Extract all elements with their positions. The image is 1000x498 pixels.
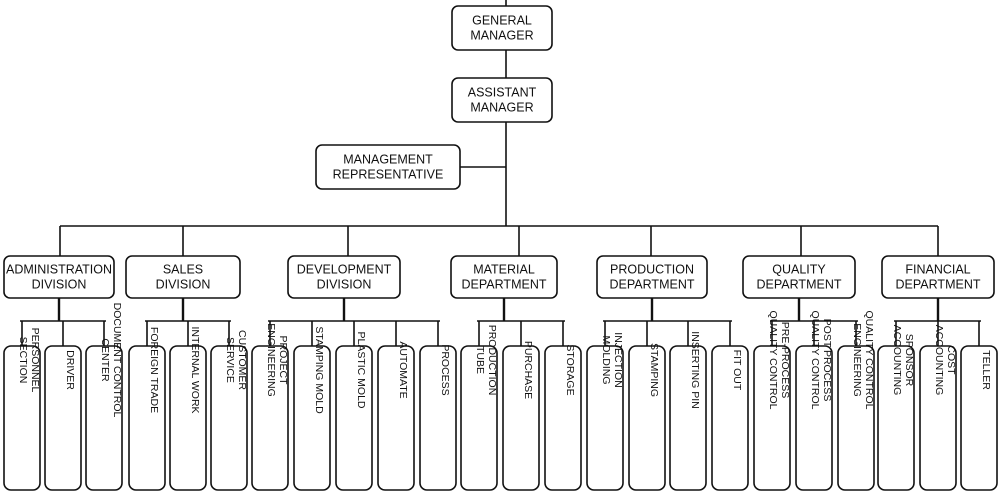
- unit-label: PLASTIC MOLD: [355, 331, 367, 408]
- unit-label: FIT OUT: [731, 350, 743, 391]
- unit-label: PROJECT: [277, 335, 289, 385]
- unit-box: [960, 345, 998, 491]
- unit-label: SERVICE: [224, 337, 236, 383]
- unit-box: [335, 345, 373, 491]
- general-manager-label: MANAGER: [470, 29, 533, 43]
- department-label: QUALITY: [772, 263, 826, 277]
- unit-box: [210, 345, 248, 491]
- department-label: DIVISION: [32, 278, 87, 292]
- unit-label: DRIVER: [64, 350, 76, 390]
- unit-box: [460, 345, 498, 491]
- department-label: MATERIAL: [473, 263, 535, 277]
- department-label: PRODUCTION: [610, 263, 694, 277]
- department-label: DEVELOPMENT: [297, 263, 392, 277]
- unit-box: [877, 345, 915, 491]
- unit-label: PURCHASE: [522, 341, 534, 399]
- unit-label: POST PROCESS: [821, 319, 833, 402]
- management-representative-label: MANAGEMENT: [343, 153, 433, 167]
- department-label: SALES: [163, 263, 203, 277]
- department-label: FINANCIAL: [905, 263, 970, 277]
- unit-box: [919, 345, 957, 491]
- unit-label: TELLER: [980, 350, 992, 390]
- unit-label: PROCESS: [439, 344, 451, 395]
- unit-label: STAMPING MOLD: [313, 326, 325, 414]
- assistant-manager-label: MANAGER: [470, 101, 533, 115]
- unit-box: [293, 345, 331, 491]
- unit-label: QUALITY CONTROL: [863, 311, 875, 410]
- unit-label: AUTOMATE: [397, 341, 409, 398]
- department-label: DEPARTMENT: [757, 278, 842, 292]
- unit-box: [169, 345, 207, 491]
- unit-label: SECTION: [17, 337, 29, 384]
- unit-box: [628, 345, 666, 491]
- unit-label: CENTER: [99, 338, 111, 382]
- unit-label: TUBE: [474, 346, 486, 374]
- unit-box: [44, 345, 82, 491]
- unit-label: CUSTOMER: [236, 330, 248, 390]
- management-representative-box: [315, 144, 461, 190]
- unit-box: [837, 345, 875, 491]
- unit-label: COST: [945, 345, 957, 375]
- unit-box: [419, 345, 457, 491]
- unit-box: [128, 345, 166, 491]
- unit-box: [669, 345, 707, 491]
- unit-box: [753, 345, 791, 491]
- unit-box: [251, 345, 289, 491]
- unit-box: [795, 345, 833, 491]
- unit-box: [85, 345, 123, 491]
- unit-label: SPONSOR: [903, 334, 915, 387]
- unit-label: PRODUCTION: [486, 325, 498, 396]
- unit-label: INSERTING PIN: [689, 331, 701, 408]
- general-manager-label: GENERAL: [472, 14, 532, 28]
- unit-box: [711, 345, 749, 491]
- unit-box: [586, 345, 624, 491]
- management-representative-label: REPRESENTATIVE: [333, 168, 444, 182]
- department-label: ADMINISTRATION: [6, 263, 112, 277]
- unit-label: ACCOUNTING: [891, 325, 903, 396]
- unit-box: [502, 345, 540, 491]
- department-label: DEPARTMENT: [610, 278, 695, 292]
- unit-label: INJECTION: [612, 332, 624, 387]
- unit-label: FOREIGN TRADE: [148, 327, 160, 413]
- unit-label: QUALITY CONTROL: [809, 311, 821, 410]
- department-label: DEPARTMENT: [896, 278, 981, 292]
- unit-label: PERSONNEL: [29, 328, 41, 393]
- unit-box: [544, 345, 582, 491]
- unit-label: DOCUMENT CONTROL: [111, 303, 123, 418]
- unit-label: STORAGE: [564, 344, 576, 395]
- unit-label: INTERNAL WORK: [189, 326, 201, 413]
- unit-label: MOLDING: [600, 335, 612, 384]
- unit-label: PRE-PROCESS: [779, 322, 791, 398]
- assistant-manager-label: ASSISTANT: [468, 86, 537, 100]
- department-label: DIVISION: [317, 278, 372, 292]
- unit-label: ENGINEERING: [851, 323, 863, 397]
- unit-label: QUALITY CONTROL: [767, 311, 779, 410]
- unit-label: ENGINEERING: [265, 323, 277, 397]
- unit-label: STAMPING: [648, 343, 660, 397]
- general-manager-box: [451, 5, 553, 51]
- unit-label: ACCOUNTING: [933, 325, 945, 396]
- department-label: DIVISION: [156, 278, 211, 292]
- department-label: DEPARTMENT: [462, 278, 547, 292]
- unit-box: [377, 345, 415, 491]
- unit-box: [3, 345, 41, 491]
- assistant-manager-box: [451, 77, 553, 123]
